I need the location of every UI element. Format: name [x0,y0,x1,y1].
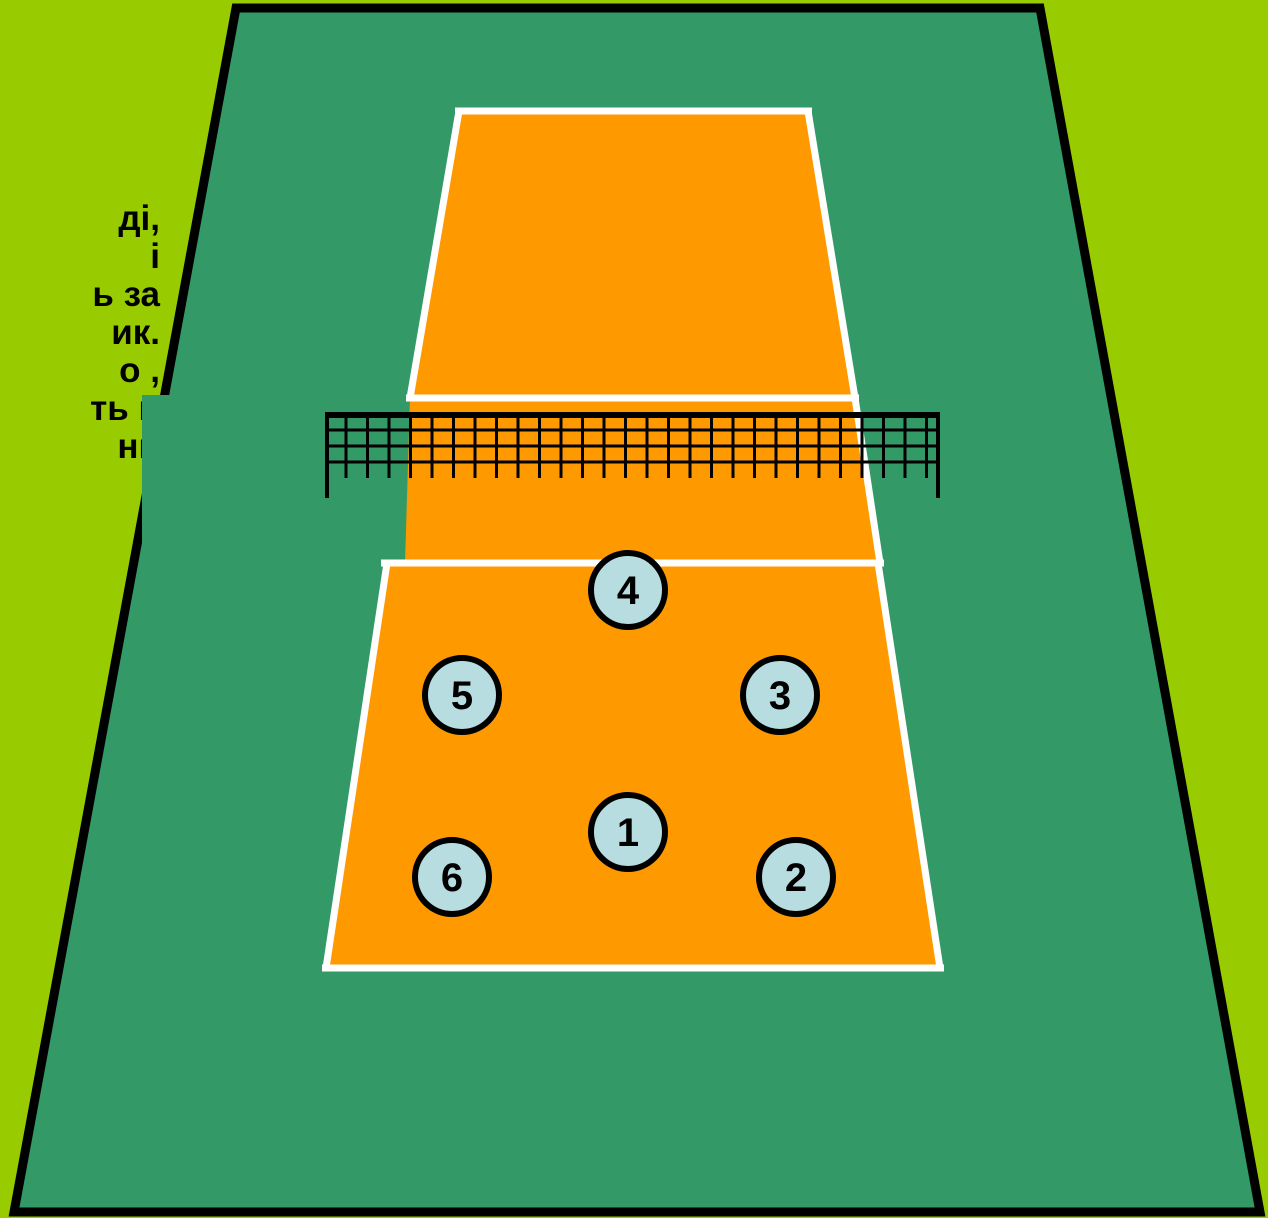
position-label: 2 [785,856,807,900]
free-zone-notch [142,395,172,555]
position-label: 3 [769,674,791,718]
position-1-marker: 1 [591,795,665,869]
position-label: 4 [617,569,640,613]
position-5-marker: 5 [425,658,499,732]
position-2-marker: 2 [759,840,833,914]
position-label: 6 [441,856,463,900]
position-label: 5 [451,674,473,718]
position-6-marker: 6 [415,840,489,914]
position-label: 1 [617,811,639,855]
far-court [410,111,855,398]
position-3-marker: 3 [743,658,817,732]
position-4-marker: 4 [591,553,665,627]
